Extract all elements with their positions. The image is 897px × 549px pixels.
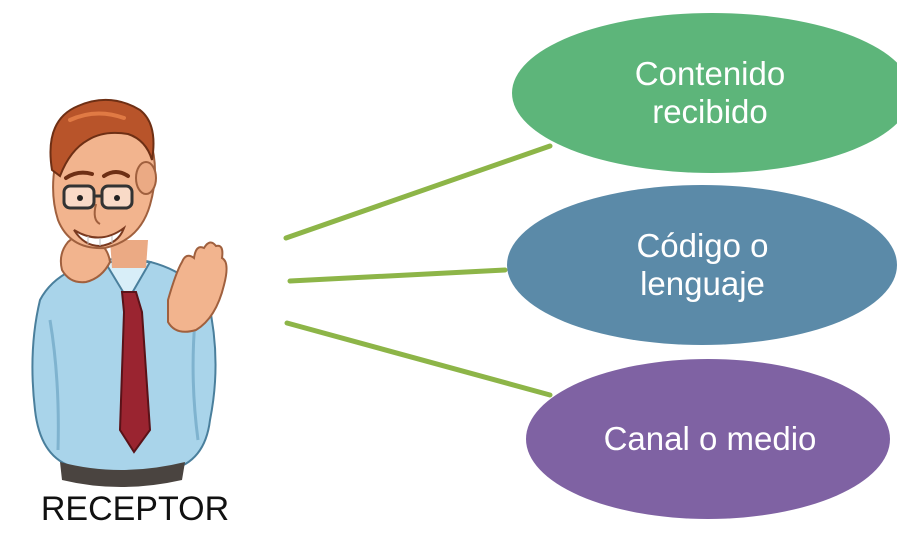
connector-contenido xyxy=(283,143,553,241)
node-canal-label: Canal o medio xyxy=(603,420,817,457)
node-codigo-ellipse xyxy=(507,185,897,345)
node-contenido-label: Contenido recibido xyxy=(634,55,786,130)
receptor-label: RECEPTOR xyxy=(40,490,230,528)
connector-codigo xyxy=(287,267,508,284)
connector-canal xyxy=(284,320,553,398)
node-codigo-label: Código o lenguaje xyxy=(636,227,769,302)
confused-man-illustration xyxy=(31,98,228,487)
node-canal-ellipse xyxy=(526,359,890,519)
node-contenido-ellipse xyxy=(512,13,897,173)
